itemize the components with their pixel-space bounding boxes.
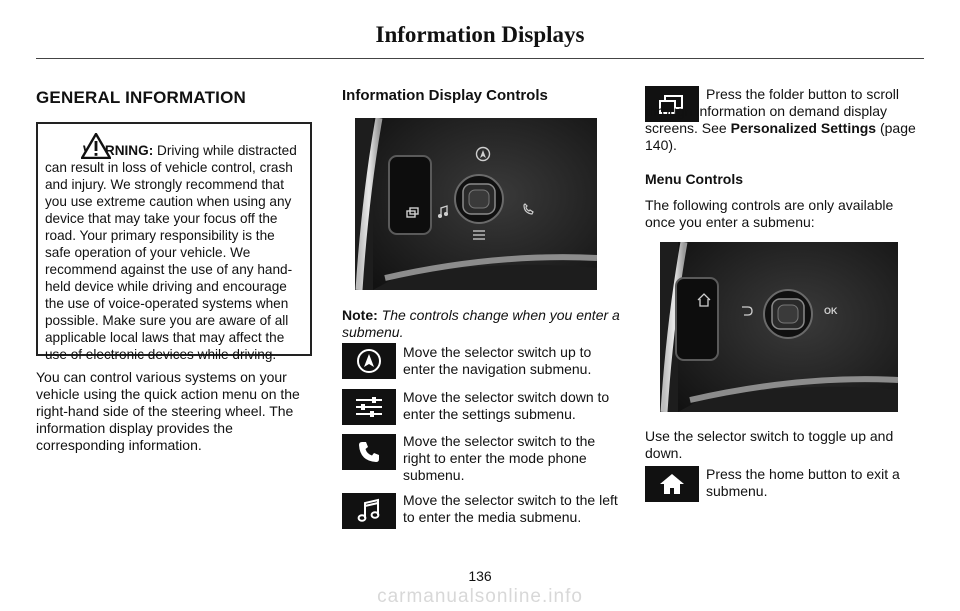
phone-icon-tile: [342, 434, 396, 470]
folder-page-ref: (page 140).: [645, 120, 916, 153]
menu-controls-intro: The following controls are only availabl…: [645, 197, 894, 230]
folder-text-block: Press the folder button to scroll throug…: [645, 86, 925, 154]
phone-item-text: Move the selector switch to the right to…: [403, 433, 596, 483]
home-icon: [660, 474, 684, 494]
home-icon-tile: [645, 466, 699, 502]
settings-sliders-icon: [356, 397, 382, 417]
note-text: The controls change when you enter a sub…: [342, 307, 620, 340]
navigation-icon-tile: [342, 343, 396, 379]
folder-icon-tile: [645, 86, 699, 122]
media-icon-tile: [342, 493, 396, 529]
section-heading-display-controls: Information Display Controls: [342, 87, 548, 104]
header-rule: [36, 58, 924, 59]
menu-controls-heading: Menu Controls: [645, 171, 743, 187]
warning-text: WARNING: Driving while distracted can re…: [45, 142, 304, 363]
navigation-icon: [357, 349, 381, 373]
settings-item-text: Move the selector switch down to enter t…: [403, 389, 610, 422]
media-item-text: Move the selector switch to the left to …: [403, 492, 618, 525]
note-label: Note:: [342, 307, 378, 323]
steering-wheel-controls-image: [355, 118, 597, 290]
home-instruction: Press the home button to exit a submenu.: [706, 466, 900, 499]
controls-note: Note: The controls change when you enter…: [342, 307, 622, 341]
submenu-controls-image: OK: [660, 242, 898, 412]
page-number: 136: [468, 568, 492, 584]
folder-text: Press the folder button to scroll throug…: [645, 86, 899, 136]
personalized-settings-link[interactable]: Personalized Settings: [730, 120, 877, 136]
warning-box: WARNING: Driving while distracted can re…: [36, 122, 312, 362]
settings-icon-tile: [342, 389, 396, 425]
toggle-instruction: Use the selector switch to toggle up and…: [645, 428, 894, 461]
warning-triangle-icon: [81, 133, 111, 159]
ok-label: OK: [824, 306, 838, 316]
section-heading-general-information: GENERAL INFORMATION: [36, 88, 246, 107]
general-information-paragraph: You can control various systems on your …: [36, 369, 300, 453]
page-title: Information Displays: [375, 22, 585, 47]
navigation-item-text: Move the selector switch up to enter the…: [403, 344, 592, 377]
music-note-icon: [357, 498, 380, 522]
watermark: carmanualsonline.info: [377, 586, 583, 607]
folder-description: Press the folder button to scroll throug…: [645, 86, 925, 154]
folder-icon: [659, 95, 683, 114]
phone-icon: [359, 442, 379, 462]
warning-body: Driving while distracted can result in l…: [45, 143, 297, 362]
